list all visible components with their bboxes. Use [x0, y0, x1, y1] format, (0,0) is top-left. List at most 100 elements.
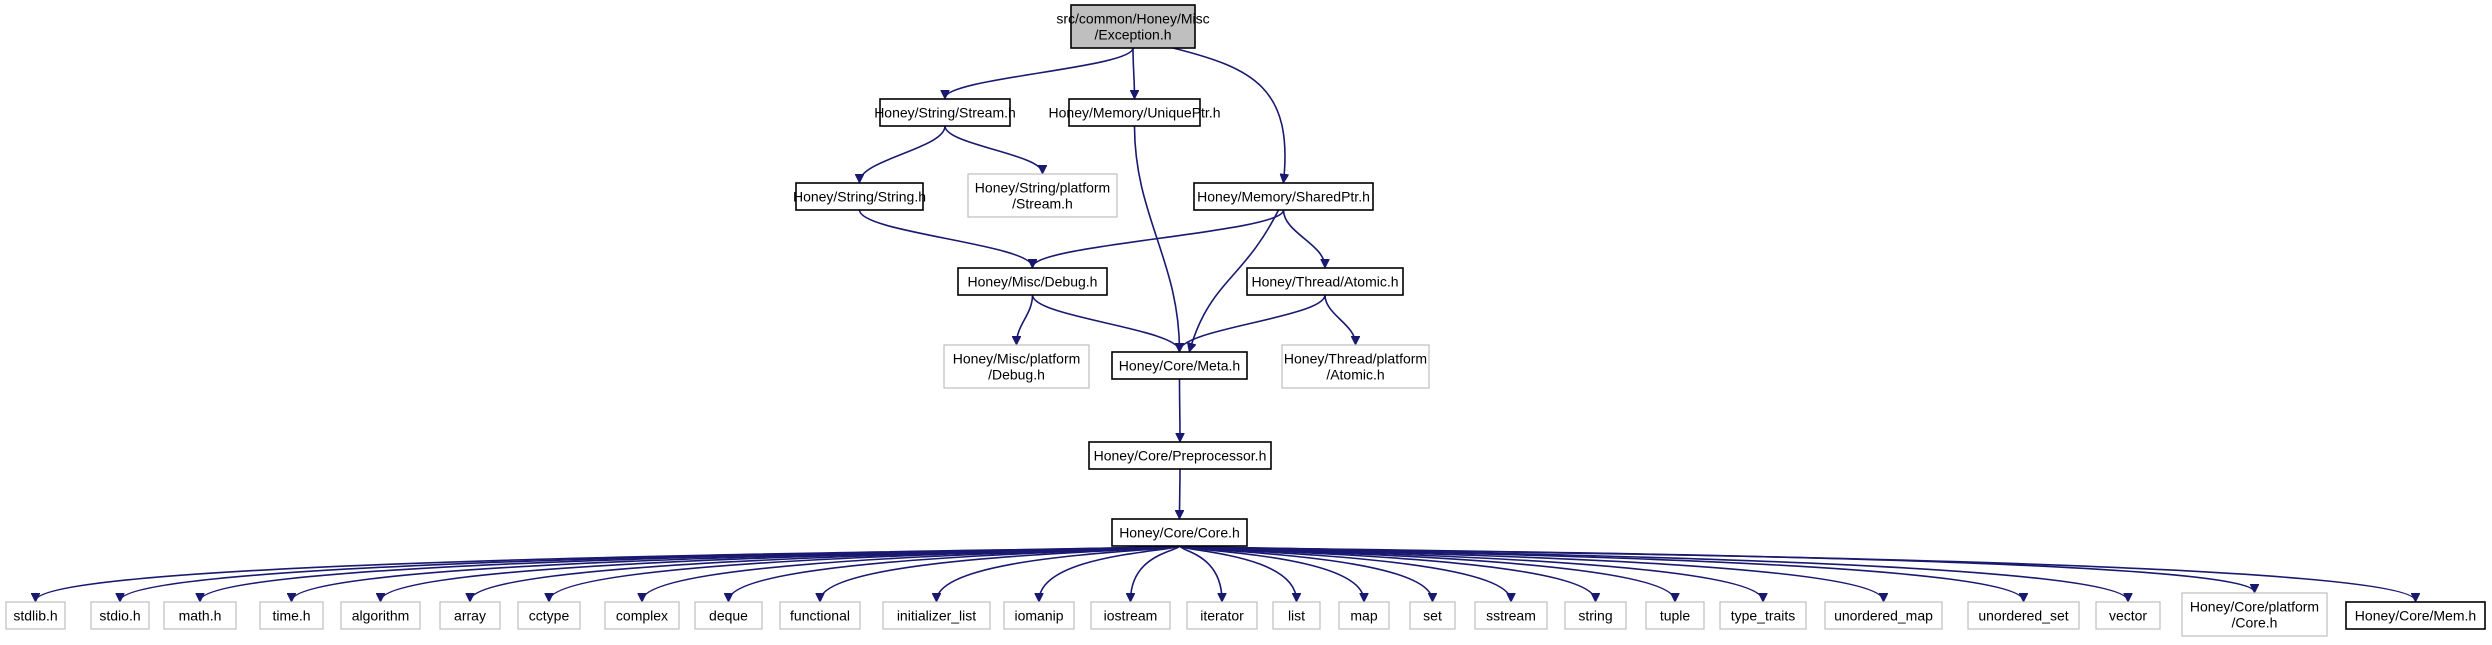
- node-sharedptr[interactable]: Honey/Memory/SharedPtr.h: [1193, 182, 1374, 211]
- node-map[interactable]: map: [1338, 601, 1390, 630]
- node-label: math.h: [179, 608, 222, 624]
- node-functional[interactable]: functional: [779, 601, 861, 630]
- node-iostream[interactable]: iostream: [1090, 601, 1171, 630]
- node-box: [1068, 98, 1201, 127]
- node-box: [1272, 601, 1321, 630]
- node-list[interactable]: list: [1272, 601, 1321, 630]
- node-box: [1246, 267, 1404, 296]
- node-box: [2181, 592, 2328, 637]
- node-label: iterator: [1200, 608, 1244, 624]
- node-box: [5, 601, 66, 630]
- node-label: Honey/String/String.h: [793, 189, 926, 205]
- node-label: type_traits: [1731, 608, 1796, 624]
- node-box: [439, 601, 501, 630]
- node-exception[interactable]: src/common/Honey/Misc/Exception.h: [1056, 4, 1210, 49]
- node-unordered_map[interactable]: unordered_map: [1824, 601, 1943, 630]
- node-debug_plat[interactable]: Honey/Misc/platform/Debug.h: [943, 344, 1090, 389]
- node-box: [1338, 601, 1390, 630]
- node-box: [1070, 4, 1196, 49]
- node-label: cctype: [529, 608, 570, 624]
- node-vector[interactable]: vector: [2095, 601, 2161, 630]
- node-label: vector: [2109, 608, 2147, 624]
- node-array[interactable]: array: [439, 601, 501, 630]
- edge-sharedptr-to-atomic: [1282, 209, 1326, 267]
- node-box: [90, 601, 150, 630]
- node-box: [779, 601, 861, 630]
- node-label: /Stream.h: [1012, 196, 1073, 212]
- node-box: [1111, 351, 1248, 380]
- node-stream[interactable]: Honey/String/Stream.h: [874, 98, 1016, 127]
- node-unordered_set[interactable]: unordered_set: [1967, 601, 2080, 630]
- node-box: [2095, 601, 2161, 630]
- graph-edges: [36, 47, 2416, 601]
- node-label: unordered_set: [1978, 608, 2068, 624]
- node-label: Honey/Core/Mem.h: [2355, 608, 2476, 624]
- node-uniqueptr[interactable]: Honey/Memory/UniquePtr.h: [1049, 98, 1221, 127]
- node-box: [1967, 601, 2080, 630]
- node-mem[interactable]: Honey/Core/Mem.h: [2345, 601, 2486, 630]
- node-label: Honey/Memory/UniquePtr.h: [1049, 105, 1221, 121]
- edge-core-to-iomanip: [1039, 545, 1180, 601]
- node-label: /Atomic.h: [1326, 367, 1384, 383]
- edge-exception-to-stream: [945, 47, 1134, 98]
- node-label: deque: [709, 608, 748, 624]
- node-label: src/common/Honey/Misc: [1056, 11, 1209, 27]
- node-label: iomanip: [1014, 608, 1063, 624]
- node-stdlib[interactable]: stdlib.h: [5, 601, 66, 630]
- edge-debug-to-meta: [1031, 294, 1180, 351]
- edge-meta-to-preproc: [1180, 378, 1181, 441]
- node-label: Honey/Thread/Atomic.h: [1251, 274, 1398, 290]
- node-label: Honey/Misc/Debug.h: [968, 274, 1098, 290]
- edge-preproc-to-core: [1180, 468, 1181, 518]
- node-box: [1474, 601, 1548, 630]
- node-preproc[interactable]: Honey/Core/Preprocessor.h: [1088, 441, 1272, 470]
- node-meta[interactable]: Honey/Core/Meta.h: [1111, 351, 1248, 380]
- node-core_plat[interactable]: Honey/Core/platform/Core.h: [2181, 592, 2328, 637]
- node-complex[interactable]: complex: [604, 601, 680, 630]
- node-stdio[interactable]: stdio.h: [90, 601, 150, 630]
- graph-nodes: src/common/Honey/Misc/Exception.hHoney/S…: [5, 4, 2486, 637]
- node-algorithm[interactable]: algorithm: [340, 601, 421, 630]
- node-set[interactable]: set: [1409, 601, 1456, 630]
- node-deque[interactable]: deque: [694, 601, 763, 630]
- node-math[interactable]: math.h: [163, 601, 237, 630]
- edge-atomic-to-atomic_plat: [1324, 294, 1356, 344]
- node-label: Honey/Core/Meta.h: [1119, 358, 1240, 374]
- node-label: Honey/Misc/platform: [953, 351, 1081, 367]
- node-core[interactable]: Honey/Core/Core.h: [1111, 518, 1248, 547]
- node-box: [2345, 601, 2486, 630]
- node-stream_plat[interactable]: Honey/String/platform/Stream.h: [967, 173, 1118, 218]
- node-sstream[interactable]: sstream: [1474, 601, 1548, 630]
- node-box: [1824, 601, 1943, 630]
- edge-core-to-iostream: [1131, 545, 1181, 601]
- node-label: sstream: [1486, 608, 1536, 624]
- node-iterator[interactable]: iterator: [1186, 601, 1258, 630]
- node-label: iostream: [1104, 608, 1158, 624]
- node-iomanip[interactable]: iomanip: [1003, 601, 1075, 630]
- node-label: Honey/Memory/SharedPtr.h: [1197, 189, 1370, 205]
- node-debug[interactable]: Honey/Misc/Debug.h: [957, 267, 1108, 296]
- node-initlist[interactable]: initializer_list: [882, 601, 991, 630]
- node-label: time.h: [272, 608, 310, 624]
- node-label: complex: [616, 608, 668, 624]
- node-string[interactable]: string: [1564, 601, 1627, 630]
- node-type_traits[interactable]: type_traits: [1719, 601, 1807, 630]
- node-label: Honey/Core/Core.h: [1119, 525, 1240, 541]
- edge-debug-to-debug_plat: [1017, 294, 1034, 344]
- node-atomic[interactable]: Honey/Thread/Atomic.h: [1246, 267, 1404, 296]
- edge-sharedptr-to-debug: [1033, 209, 1285, 267]
- node-label: list: [1288, 608, 1305, 624]
- node-time[interactable]: time.h: [259, 601, 324, 630]
- edge-core-to-math: [200, 545, 1180, 601]
- node-box: [879, 98, 1011, 127]
- node-label: Honey/Core/platform: [2190, 599, 2319, 615]
- node-atomic_plat[interactable]: Honey/Thread/platform/Atomic.h: [1281, 344, 1430, 389]
- node-tuple[interactable]: tuple: [1645, 601, 1705, 630]
- node-label: /Debug.h: [988, 367, 1045, 383]
- node-cctype[interactable]: cctype: [517, 601, 581, 630]
- edge-string_h-to-debug: [858, 209, 1033, 267]
- edge-core-to-mem: [1179, 545, 2416, 601]
- edge-sharedptr-to-meta: [1190, 209, 1280, 351]
- node-string_h[interactable]: Honey/String/String.h: [793, 182, 926, 211]
